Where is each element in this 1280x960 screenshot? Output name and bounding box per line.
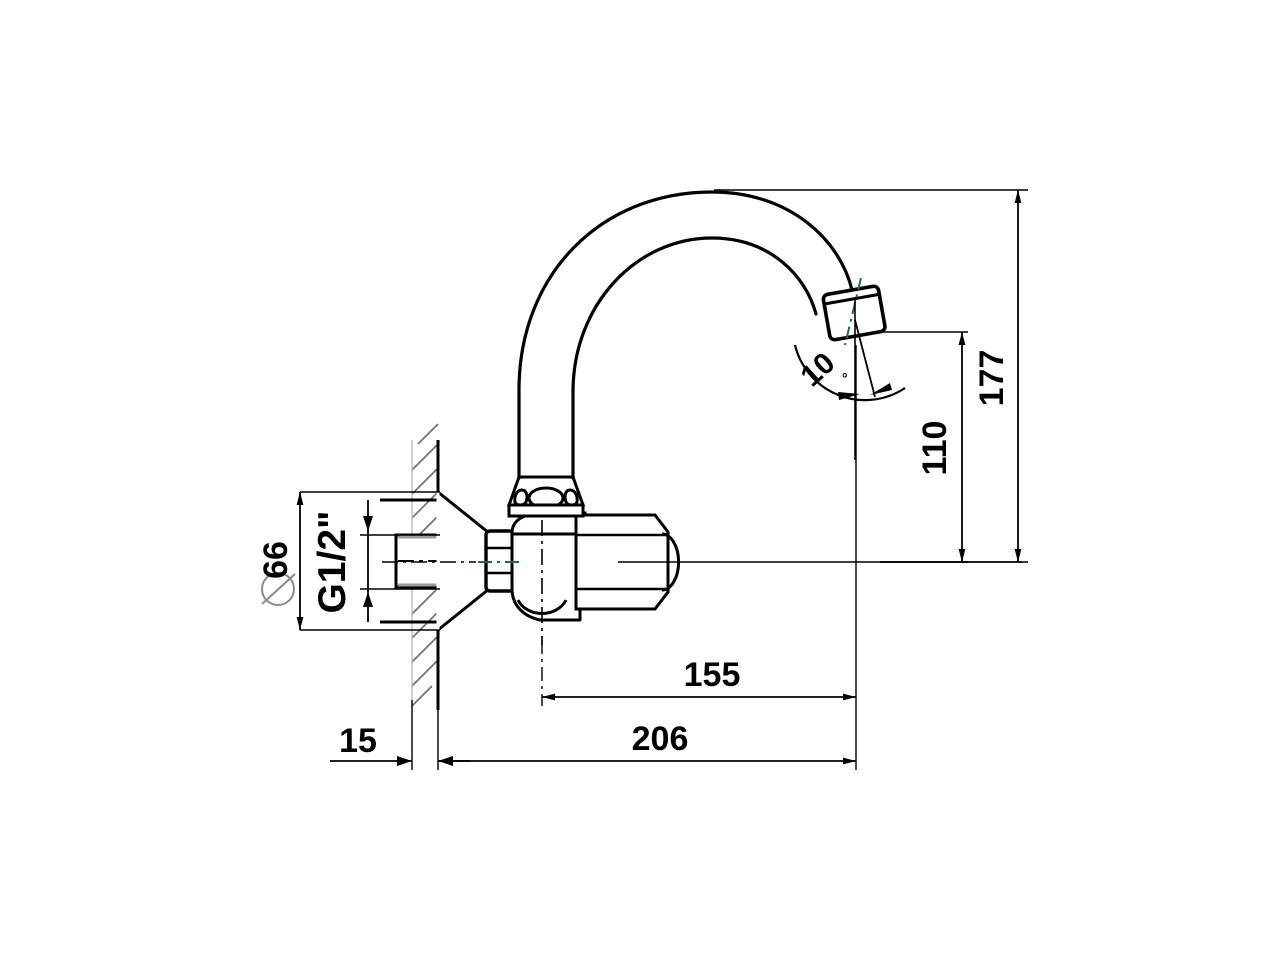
dimension-reach-206: 206 <box>437 640 856 770</box>
dimension-wall-15: 15 <box>330 700 470 770</box>
dimension-reach-155: 155 <box>541 345 857 770</box>
dim-g12-label: G1/2" <box>311 510 354 613</box>
diameter-icon <box>261 572 296 606</box>
angle-10-label: 10 <box>795 346 842 393</box>
degree-symbol: ° <box>842 370 848 386</box>
dimension-thread-g12: G1/2" <box>311 500 440 622</box>
aerator-centerline <box>844 277 862 346</box>
dimension-height-177: 177 <box>714 189 1028 563</box>
dim-206-label: 206 <box>632 720 689 758</box>
spout-tube <box>517 190 854 480</box>
decorative-collar <box>506 475 586 518</box>
dim-155-label: 155 <box>684 656 741 694</box>
valve-body <box>510 511 587 622</box>
dimension-height-110: 110 <box>880 331 968 563</box>
aerator-outlet <box>821 284 887 342</box>
inlet-thread-nipple <box>394 533 440 589</box>
dimension-diameter-66: 66 <box>257 491 440 631</box>
dim-177-label: 177 <box>973 350 1011 407</box>
dim-66-label: 66 <box>257 541 295 579</box>
dim-110-label: 110 <box>916 421 954 476</box>
angle-dimension-10deg: 10 ° <box>793 344 906 402</box>
dim-15-label: 15 <box>339 722 377 760</box>
